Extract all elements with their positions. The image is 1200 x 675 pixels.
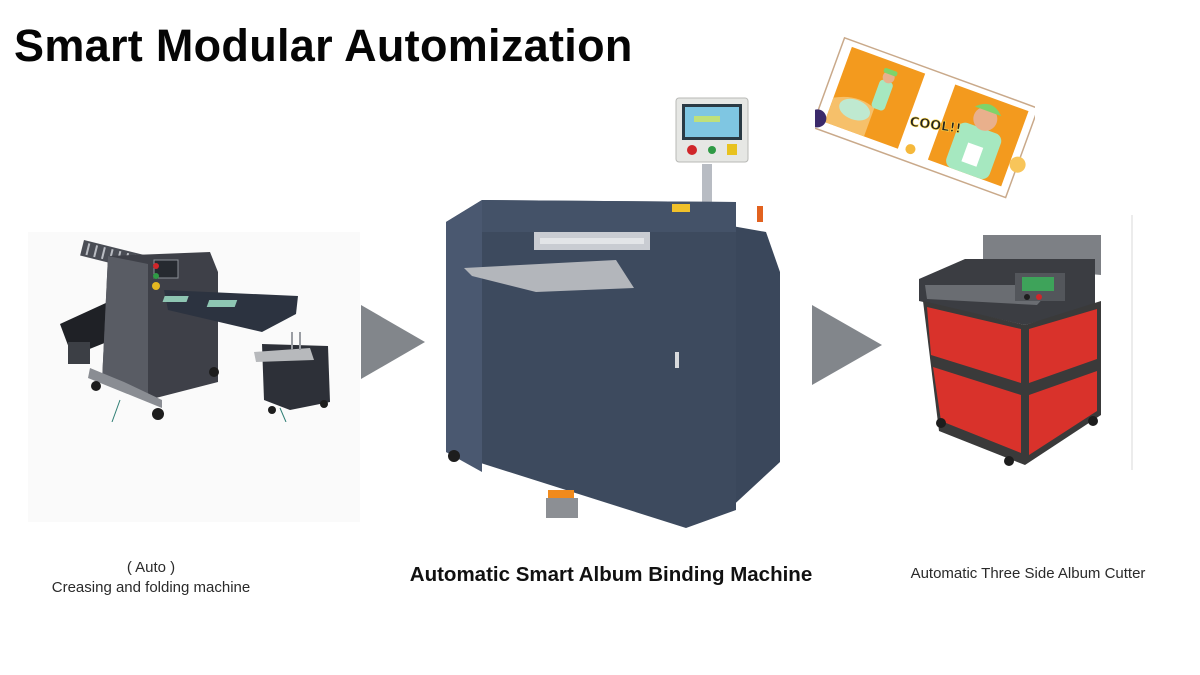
folder-caption-mode: ( Auto ) bbox=[126, 559, 176, 576]
cutter-caption: Automatic Three Side Album Cutter bbox=[910, 565, 1146, 582]
photo-album-sample-image: COOL!! bbox=[815, 30, 1035, 200]
album-binding-machine-image bbox=[436, 92, 796, 532]
image-edge-divider bbox=[1131, 215, 1133, 470]
creasing-folding-machine-image bbox=[28, 232, 360, 522]
page-title: Smart Modular Automization bbox=[14, 20, 633, 71]
arrow-right-icon bbox=[361, 305, 425, 379]
folder-caption-name: Creasing and folding machine bbox=[51, 579, 251, 596]
folder-caption: ( Auto ) Creasing and folding machine bbox=[20, 558, 282, 598]
arrow-right-icon bbox=[812, 305, 882, 385]
three-side-cutter-image bbox=[905, 225, 1135, 470]
svg-text:COOL!!: COOL!! bbox=[909, 115, 962, 137]
binder-caption: Automatic Smart Album Binding Machine bbox=[409, 563, 813, 586]
